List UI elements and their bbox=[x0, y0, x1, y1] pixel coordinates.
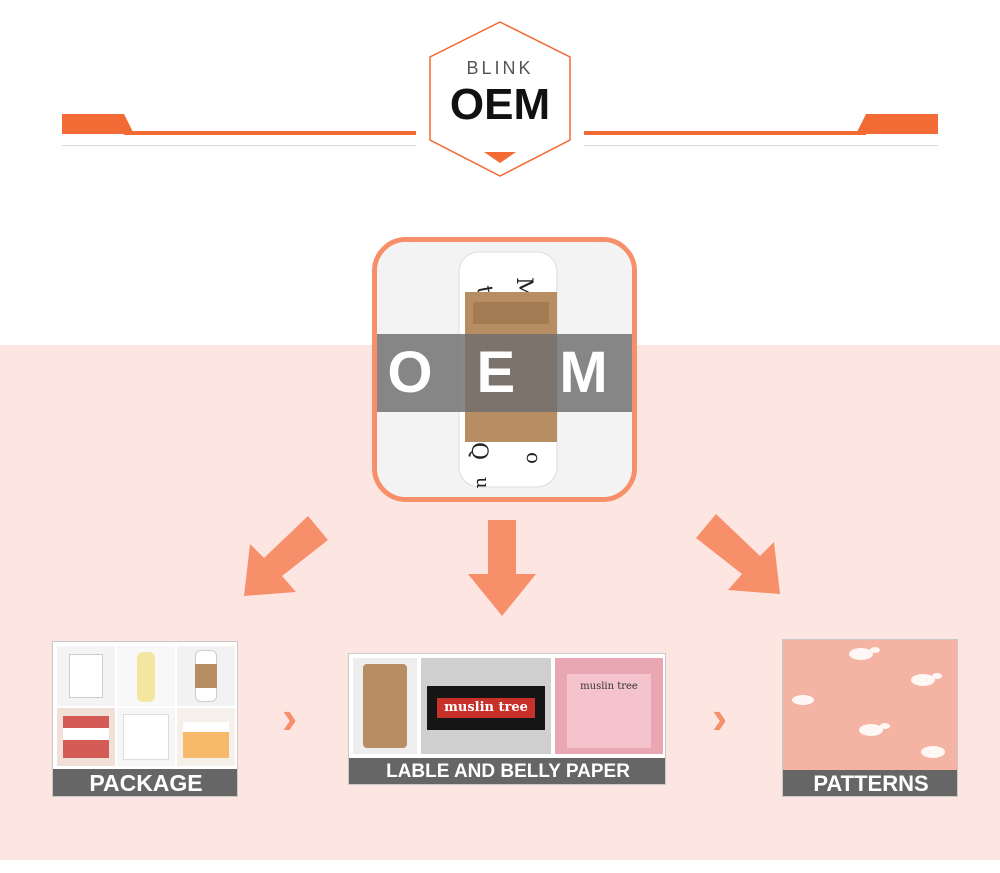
arrow-down-left-icon bbox=[244, 516, 328, 596]
chevron-right-icon: › bbox=[282, 691, 298, 743]
brand-name: BLINK bbox=[466, 58, 534, 78]
woven-label-text: muslin tree bbox=[437, 698, 535, 718]
hero-label: O E M bbox=[387, 340, 622, 405]
package-photo bbox=[177, 646, 235, 706]
chevron-right-icon: › bbox=[712, 691, 728, 743]
page-title: OEM bbox=[449, 80, 551, 129]
package-photo bbox=[57, 646, 115, 706]
banner-left-tab bbox=[62, 114, 134, 134]
package-photo bbox=[57, 708, 115, 766]
hero-oem-image: t M 9 Q o u O E M bbox=[372, 237, 637, 502]
woven-label-photo: muslin tree bbox=[421, 658, 551, 754]
banner-right-line bbox=[584, 131, 866, 135]
svg-text:u: u bbox=[472, 477, 493, 489]
package-photo bbox=[177, 708, 235, 766]
bunny-pattern-fabric bbox=[783, 640, 957, 770]
banner-right-tab bbox=[856, 114, 938, 134]
hero-label-band bbox=[377, 334, 632, 412]
banner-left-underline bbox=[62, 145, 416, 146]
hexagon-triangle-icon bbox=[484, 152, 516, 163]
label-card: muslin tree muslin tree LABLE AND BELLY … bbox=[348, 653, 666, 785]
package-card: PACKAGE bbox=[52, 641, 238, 797]
belly-paper-photo bbox=[353, 658, 417, 754]
package-photo bbox=[117, 708, 175, 766]
title-hexagon bbox=[429, 21, 571, 177]
package-photo bbox=[117, 646, 175, 706]
card-caption: PATTERNS bbox=[783, 770, 957, 796]
patterns-card: PATTERNS bbox=[782, 639, 958, 797]
arrow-down-right-icon bbox=[696, 514, 780, 594]
care-label-photo: muslin tree bbox=[555, 658, 663, 754]
svg-text:Q: Q bbox=[466, 442, 491, 460]
card-caption: LABLE AND BELLY PAPER bbox=[349, 758, 665, 784]
arrow-down-icon bbox=[468, 520, 536, 616]
svg-text:o: o bbox=[522, 452, 546, 464]
card-caption: PACKAGE bbox=[53, 769, 237, 796]
banner-right-underline bbox=[584, 145, 938, 146]
care-label-text: muslin tree bbox=[580, 681, 638, 692]
header-banner bbox=[62, 21, 938, 177]
banner-left-line bbox=[124, 131, 416, 135]
